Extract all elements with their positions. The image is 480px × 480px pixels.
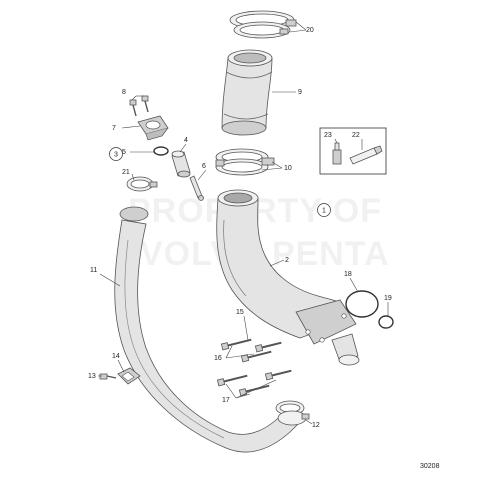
part-10-hose-clamp[interactable]: [215, 148, 275, 176]
label-9: 9: [298, 89, 302, 96]
part-20-hose-clamp[interactable]: [229, 10, 297, 39]
label-4: 4: [184, 137, 188, 144]
label-10: 10: [284, 165, 292, 172]
part-2-elbow-pipe[interactable]: [216, 189, 360, 366]
part-23-bottle[interactable]: [332, 142, 342, 165]
label-2: 2: [285, 257, 289, 264]
label-18: 18: [344, 271, 352, 278]
reference-circle-1: 1: [317, 203, 331, 217]
label-5: 5: [122, 149, 126, 156]
bolt-15[interactable]: [254, 340, 282, 353]
label-12: 12: [312, 422, 320, 429]
part-5-o-ring[interactable]: [153, 146, 169, 156]
diagram-id: 30208: [420, 463, 440, 470]
label-15: 15: [236, 309, 244, 316]
label-11: 11: [90, 267, 97, 274]
bolt-17c[interactable]: [264, 368, 292, 381]
part-9-rubber-hose[interactable]: [221, 49, 273, 136]
part-12-hose-clamp[interactable]: [275, 400, 310, 426]
label-7: 7: [112, 125, 116, 132]
label-20: 20: [306, 27, 314, 34]
bolt-17a[interactable]: [216, 373, 248, 387]
part-19-o-ring[interactable]: [378, 315, 394, 329]
label-13: 13: [88, 373, 96, 380]
part-13-screw[interactable]: [99, 373, 117, 380]
label-3: 3: [114, 152, 118, 159]
label-6: 6: [202, 163, 206, 170]
label-1: 1: [322, 208, 326, 215]
part-6-pin[interactable]: [189, 175, 204, 201]
label-17: 17: [222, 397, 230, 404]
part-21-hose-clamp[interactable]: [126, 176, 158, 192]
label-16: 16: [214, 355, 222, 362]
part-labels: 20 9 10 2 18 19 11 12 13 14 15 16 17 8 7…: [88, 27, 440, 470]
part-8-screws[interactable]: [129, 95, 149, 117]
label-22: 22: [352, 132, 360, 139]
sealant-kit-22-23[interactable]: [319, 127, 387, 175]
part-7-cover[interactable]: [137, 115, 169, 141]
part-14-bracket[interactable]: [117, 367, 141, 385]
part-22-tube[interactable]: [349, 145, 383, 165]
bolt-16a[interactable]: [220, 337, 252, 351]
part-4-sleeve[interactable]: [171, 150, 191, 178]
label-19: 19: [384, 295, 392, 302]
leader-lines: [98, 21, 389, 425]
label-14: 14: [112, 353, 120, 360]
label-21: 21: [122, 169, 130, 176]
part-18-o-ring[interactable]: [345, 290, 379, 318]
label-23: 23: [324, 132, 332, 139]
label-8: 8: [122, 89, 126, 96]
reference-circle-3: 3: [109, 147, 123, 161]
bolts-15-16-17[interactable]: [216, 337, 292, 397]
